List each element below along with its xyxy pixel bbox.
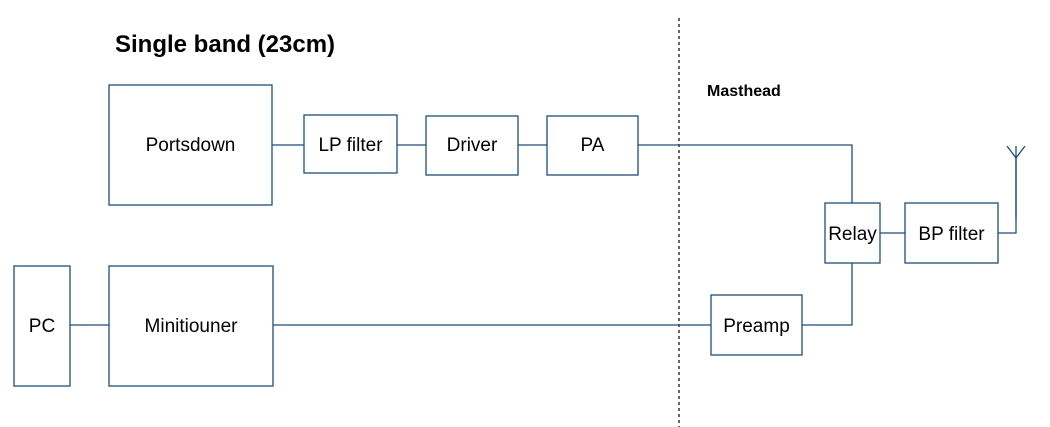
wire-relay-preamp [802,263,853,326]
block-driver: Driver [425,115,519,176]
block-bp-filter: BP filter [904,202,999,264]
connections [70,144,1017,326]
block-relay: Relay [824,202,881,264]
block-label: PA [581,135,605,156]
block-portsdown: Portsdown [108,84,273,206]
block-preamp: Preamp [710,294,803,356]
antenna-icon [1006,145,1026,218]
block-pa: PA [546,115,639,176]
block-label: Relay [828,224,877,245]
block-minitiouner: Minitiouner [108,265,274,387]
block-label: Preamp [723,316,790,337]
wire-bpfilter-antenna [998,158,1017,234]
diagram-title: Single band (23cm) [115,31,335,58]
block-label: Driver [447,135,498,156]
masthead-label: Masthead [707,83,781,100]
block-pc: PC [13,265,71,387]
block-label: Portsdown [146,135,236,156]
block-label: LP filter [318,135,383,156]
block-label: Minitiouner [145,316,239,337]
wire-pa-relay [638,144,853,203]
block-label: BP filter [918,224,985,245]
block-label: PC [29,316,55,337]
block-lp-filter: LP filter [303,114,398,174]
